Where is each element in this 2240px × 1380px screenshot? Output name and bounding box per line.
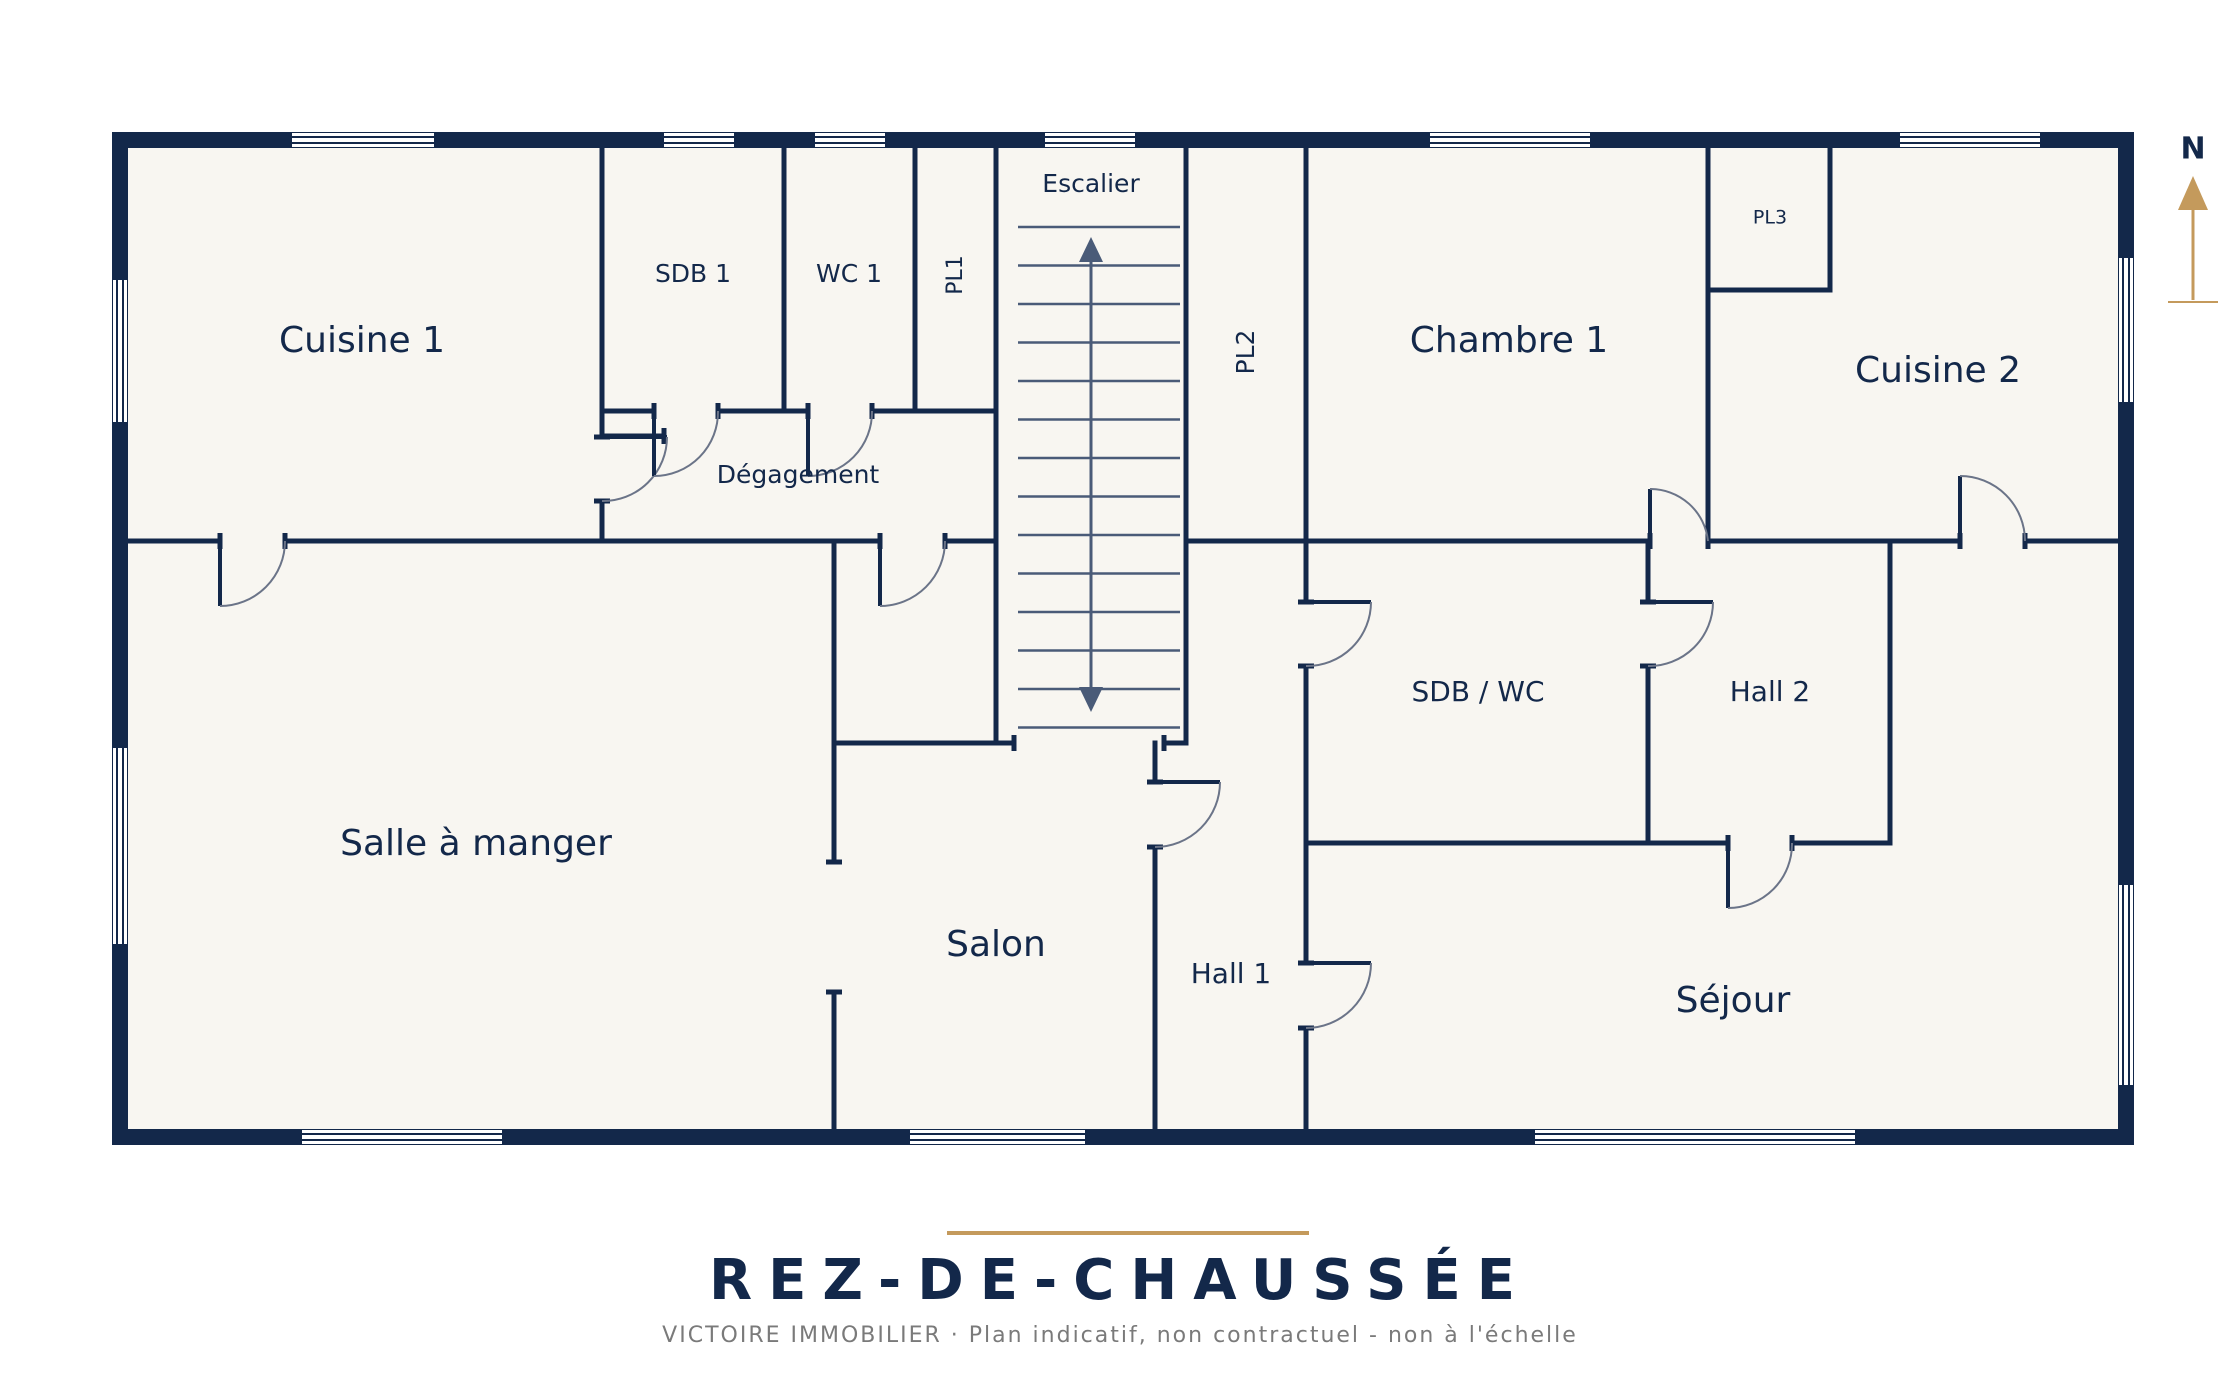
- window: [2119, 885, 2133, 1085]
- door: [1305, 961, 1372, 1029]
- room-label-degagement: Dégagement: [717, 460, 880, 489]
- window: [910, 1130, 1085, 1144]
- door: [1647, 600, 1714, 668]
- room-label-pl2: PL2: [1231, 330, 1260, 375]
- window: [113, 280, 127, 422]
- room-label-sdb-1: SDB 1: [655, 259, 731, 288]
- door: [652, 410, 720, 477]
- room-label-chambre-1: Chambre 1: [1410, 320, 1608, 361]
- compass-label: N: [2180, 132, 2205, 167]
- page-title: REZ-DE-CHAUSSÉE: [709, 1248, 1531, 1313]
- stair-arrow-up-icon: [1079, 237, 1103, 262]
- door: [1648, 487, 1709, 542]
- door: [806, 410, 874, 477]
- room-label-hall-1: Hall 1: [1191, 957, 1272, 990]
- windows: [113, 133, 2133, 1144]
- window: [2119, 258, 2133, 402]
- window: [302, 1130, 502, 1144]
- room-label-pl1: PL1: [943, 255, 968, 295]
- room-label-cuisine-1: Cuisine 1: [279, 320, 445, 361]
- door: [601, 435, 668, 503]
- window: [664, 133, 734, 147]
- window: [1430, 133, 1590, 147]
- north-arrow-icon: N: [2168, 132, 2218, 303]
- room-label-wc-1: WC 1: [816, 259, 882, 288]
- door: [1726, 842, 1794, 909]
- title-accent-line: [947, 1231, 1309, 1235]
- room-label-salon: Salon: [946, 924, 1046, 965]
- room-label-hall-2: Hall 2: [1730, 675, 1811, 708]
- window: [815, 133, 885, 147]
- door: [1154, 780, 1221, 848]
- door: [218, 540, 286, 607]
- window: [1535, 1130, 1855, 1144]
- door: [878, 540, 946, 607]
- room-label-escalier: Escalier: [1042, 169, 1140, 198]
- room-labels: Cuisine 1 SDB 1 WC 1 PL1 Escalier PL2 Ch…: [279, 169, 2021, 1021]
- window: [1045, 133, 1135, 147]
- floor-fill: [120, 140, 2126, 1137]
- window: [113, 748, 127, 944]
- staircase: [1018, 225, 1180, 729]
- doors: [218, 410, 2026, 1029]
- door: [1958, 475, 2026, 542]
- room-label-cuisine-2: Cuisine 2: [1855, 350, 2021, 391]
- room-label-pl3: PL3: [1753, 207, 1787, 229]
- stair-treads: [1018, 225, 1180, 729]
- page-subtitle: VICTOIRE IMMOBILIER · Plan indicatif, no…: [662, 1323, 1578, 1348]
- interior-walls: [125, 145, 2121, 1132]
- room-label-salle-a-manger: Salle à manger: [340, 823, 612, 864]
- door: [1305, 600, 1372, 668]
- window: [292, 133, 434, 147]
- room-label-sejour: Séjour: [1676, 980, 1791, 1021]
- room-label-sdb-wc: SDB / WC: [1411, 675, 1544, 708]
- stair-arrow-down-icon: [1079, 687, 1103, 712]
- window: [1900, 133, 2040, 147]
